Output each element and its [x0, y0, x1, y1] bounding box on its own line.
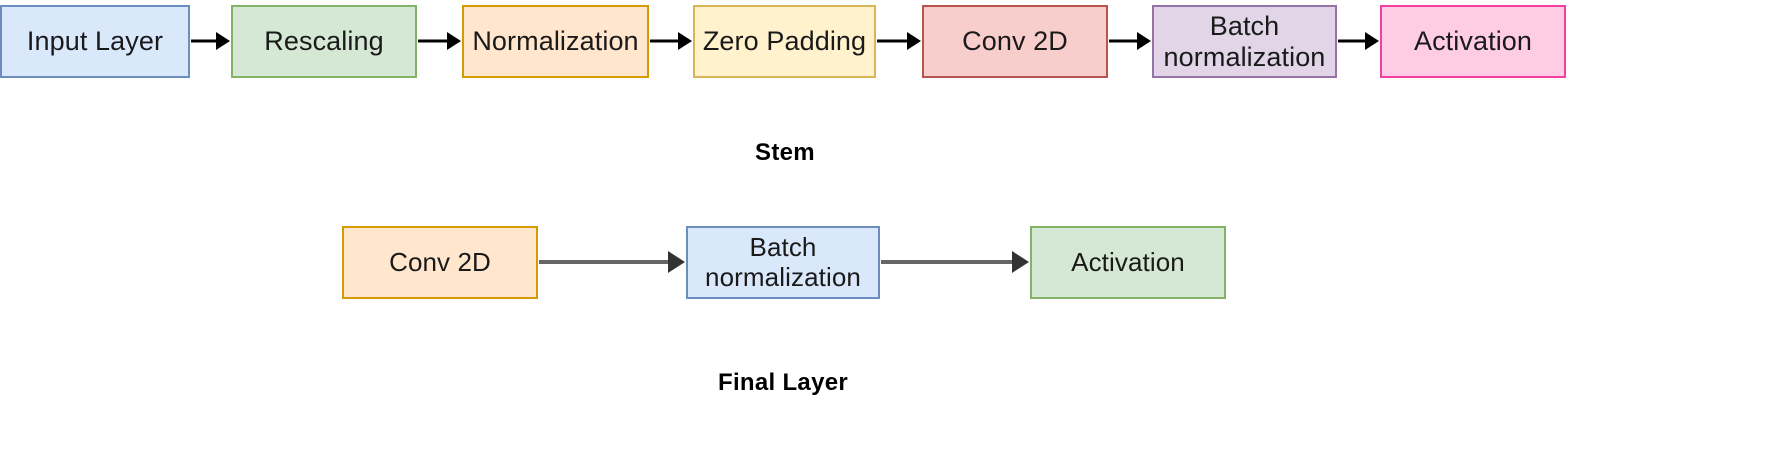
- arrow-shaft: [650, 39, 680, 43]
- node-label: Activation: [1413, 26, 1533, 57]
- node-batch-normalization-final[interactable]: Batch normalization: [686, 226, 880, 299]
- arrow-head: [1137, 32, 1151, 50]
- node-zero-padding[interactable]: Zero Padding: [693, 5, 876, 78]
- arrow-head: [216, 32, 230, 50]
- node-label: Batch normalization: [705, 231, 861, 292]
- node-batch-normalization-stem[interactable]: Batch normalization: [1152, 5, 1337, 78]
- node-label: Batch normalization: [1163, 10, 1326, 72]
- arrow-shaft: [877, 39, 909, 43]
- node-conv-2d-final[interactable]: Conv 2D: [342, 226, 538, 299]
- arrow-shaft: [191, 39, 218, 43]
- arrow-icon: [1109, 29, 1151, 53]
- final-layer-caption: Final Layer: [717, 369, 849, 396]
- node-activation-stem[interactable]: Activation: [1380, 5, 1566, 78]
- node-input-layer[interactable]: Input Layer: [0, 5, 190, 78]
- node-label: Rescaling: [264, 26, 384, 57]
- arrow-head: [1365, 32, 1379, 50]
- node-label: Input Layer: [26, 26, 164, 57]
- arrow-shaft: [881, 260, 1014, 264]
- node-label: Normalization: [472, 26, 639, 57]
- node-label: Activation: [1071, 246, 1185, 277]
- arrow-shaft: [1338, 39, 1367, 43]
- arrow-icon: [418, 29, 461, 53]
- arrow-shaft: [418, 39, 449, 43]
- arrow-head: [678, 32, 692, 50]
- arrow-icon: [539, 250, 685, 274]
- arrow-icon: [1338, 29, 1379, 53]
- node-label: Zero Padding: [702, 26, 867, 57]
- arrow-icon: [877, 29, 921, 53]
- node-activation-final[interactable]: Activation: [1030, 226, 1226, 299]
- arrow-head: [1012, 251, 1029, 273]
- node-label: Conv 2D: [962, 26, 1068, 57]
- arrow-head: [668, 251, 685, 273]
- node-label: Conv 2D: [389, 246, 491, 277]
- arrow-head: [447, 32, 461, 50]
- node-rescaling[interactable]: Rescaling: [231, 5, 417, 78]
- arrow-icon: [881, 250, 1029, 274]
- node-conv-2d-stem[interactable]: Conv 2D: [922, 5, 1108, 78]
- stem-caption: Stem: [755, 139, 815, 166]
- arrow-head: [907, 32, 921, 50]
- arrow-shaft: [539, 260, 670, 264]
- arrow-shaft: [1109, 39, 1139, 43]
- node-normalization[interactable]: Normalization: [462, 5, 649, 78]
- arrow-icon: [191, 29, 230, 53]
- arrow-icon: [650, 29, 692, 53]
